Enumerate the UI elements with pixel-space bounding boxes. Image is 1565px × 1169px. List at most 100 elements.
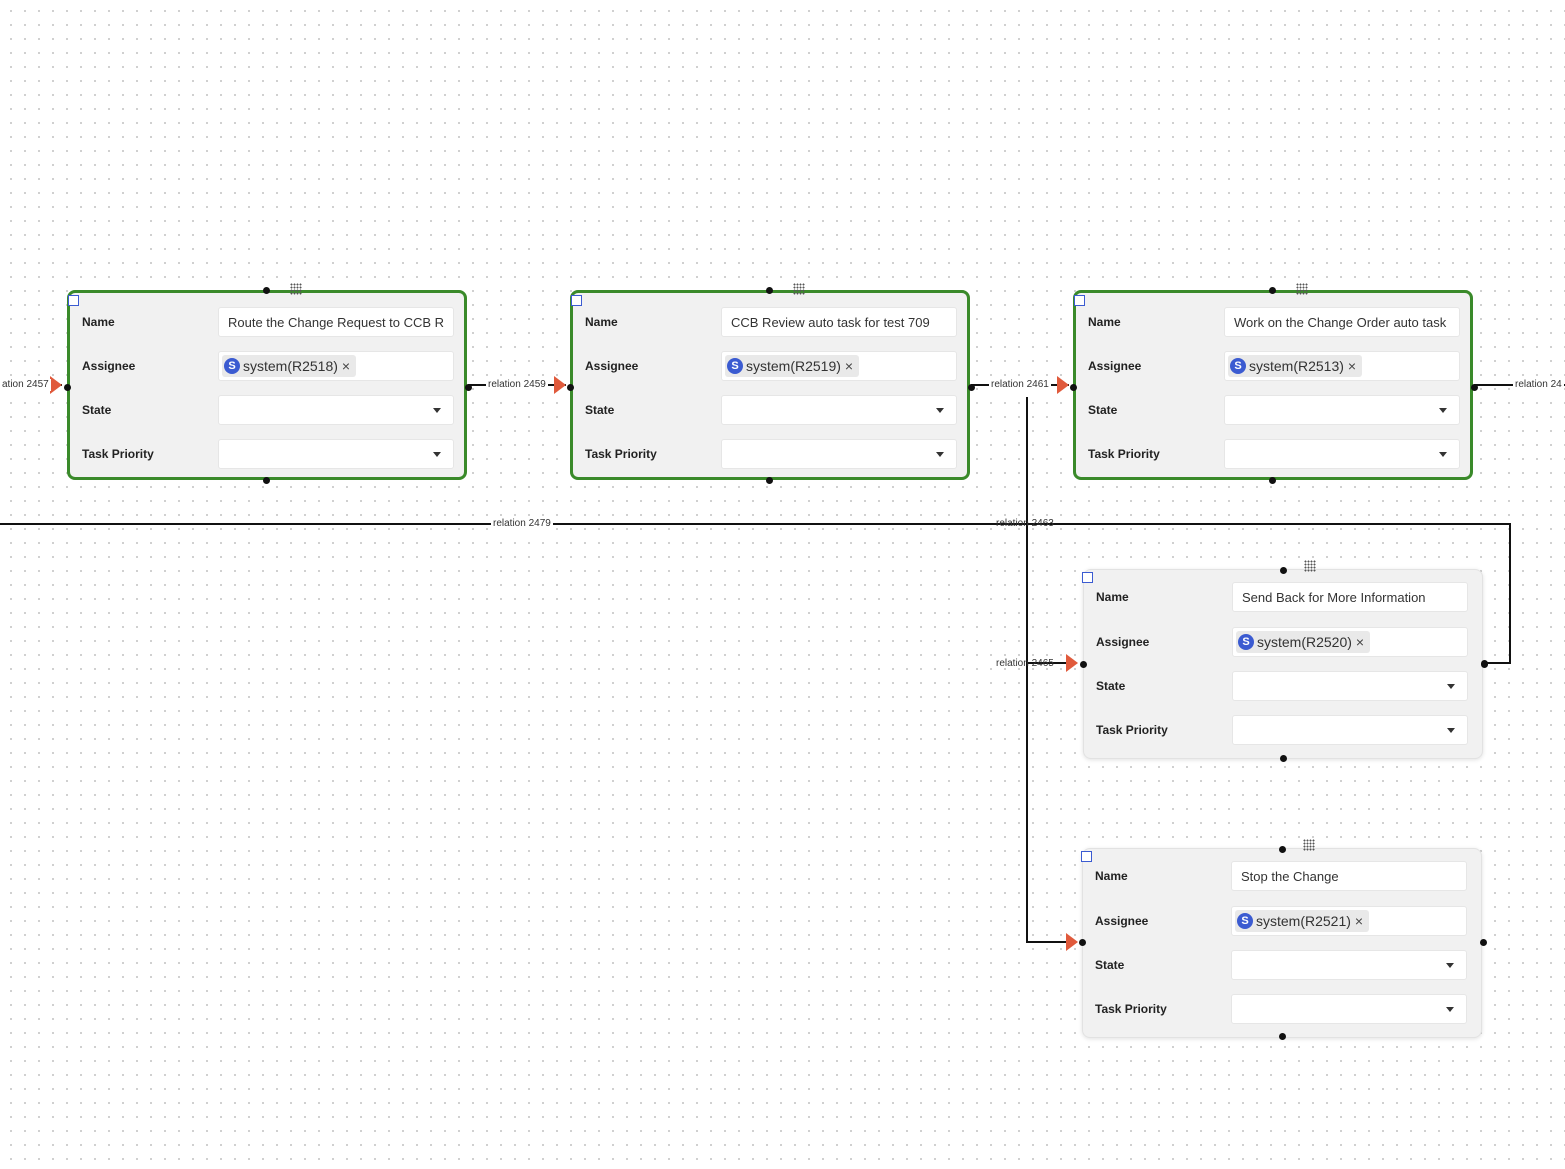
avatar: S — [224, 358, 240, 374]
assignee-value: system(R2518) — [243, 358, 338, 374]
chevron-down-icon — [936, 408, 944, 413]
remove-icon[interactable]: × — [844, 358, 854, 374]
avatar: S — [727, 358, 743, 374]
bottom-port[interactable] — [1280, 755, 1287, 762]
task-node[interactable]: Name Stop the Change Assignee S system(R… — [1079, 839, 1487, 1040]
drag-handle-icon[interactable] — [290, 283, 302, 295]
relation-label[interactable]: relation 2463 — [996, 518, 1054, 529]
left-port[interactable] — [1070, 384, 1077, 391]
task-priority-row: Task Priority — [585, 439, 957, 469]
drag-handle-icon[interactable] — [1304, 560, 1316, 572]
arrowheads — [50, 376, 1078, 951]
left-port[interactable] — [1079, 939, 1086, 946]
assignee-value: system(R2519) — [746, 358, 841, 374]
name-row: Name Stop the Change — [1095, 861, 1469, 891]
left-port[interactable] — [567, 384, 574, 391]
name-label: Name — [82, 315, 115, 329]
task-node[interactable]: Name Work on the Change Order auto task … — [1070, 283, 1478, 484]
name-value: CCB Review auto task for test 709 — [731, 315, 930, 330]
edge-relation-2463 — [1026, 397, 1075, 943]
task-node[interactable]: Name CCB Review auto task for test 709 A… — [567, 283, 975, 484]
assignee-chip: S system(R2521) × — [1235, 910, 1370, 932]
relation-label[interactable]: relation 24 — [1513, 379, 1564, 391]
relation-label[interactable]: relation 2461 — [989, 379, 1051, 391]
remove-icon[interactable]: × — [341, 358, 351, 374]
task-node[interactable]: Name Send Back for More Information Assi… — [1080, 560, 1488, 762]
task-priority-label: Task Priority — [82, 447, 154, 461]
state-label: State — [1088, 403, 1118, 417]
name-field[interactable]: Work on the Change Order auto task — [1224, 307, 1460, 337]
task-priority-select[interactable] — [1224, 439, 1460, 469]
assignee-chip: S system(R2519) × — [725, 355, 860, 377]
state-select[interactable] — [721, 395, 957, 425]
assignee-chip: S system(R2513) × — [1228, 355, 1363, 377]
arrow-icon — [1057, 376, 1069, 394]
state-row: State — [1095, 950, 1469, 980]
right-port[interactable] — [465, 384, 472, 391]
top-port[interactable] — [766, 287, 773, 294]
right-port[interactable] — [968, 384, 975, 391]
task-priority-select[interactable] — [1231, 994, 1467, 1024]
right-port[interactable] — [1471, 384, 1478, 391]
bottom-port[interactable] — [263, 477, 270, 484]
top-port[interactable] — [1280, 567, 1287, 574]
name-label: Name — [1096, 590, 1129, 604]
relation-label[interactable]: relation 2465 — [996, 658, 1054, 669]
name-value: Send Back for More Information — [1242, 590, 1426, 605]
task-node[interactable]: Name Route the Change Request to CCB R A… — [64, 283, 472, 484]
relation-label[interactable]: relation 2459 — [486, 379, 548, 391]
state-select[interactable] — [1232, 671, 1468, 701]
left-port[interactable] — [64, 384, 71, 391]
state-select[interactable] — [1231, 950, 1467, 980]
select-checkbox[interactable] — [571, 295, 582, 306]
assignee-field[interactable]: S system(R2518) × — [218, 351, 454, 381]
avatar: S — [1237, 913, 1253, 929]
top-port[interactable] — [263, 287, 270, 294]
name-value: Work on the Change Order auto task — [1234, 315, 1447, 330]
assignee-row: Assignee S system(R2521) × — [1095, 906, 1469, 936]
right-port[interactable] — [1480, 939, 1487, 946]
assignee-row: Assignee S system(R2518) × — [82, 351, 454, 381]
name-field[interactable]: CCB Review auto task for test 709 — [721, 307, 957, 337]
chevron-down-icon — [1446, 963, 1454, 968]
task-priority-row: Task Priority — [1088, 439, 1460, 469]
bottom-port[interactable] — [1269, 477, 1276, 484]
name-field[interactable]: Route the Change Request to CCB R — [218, 307, 454, 337]
relation-label[interactable]: relation 2479 — [491, 518, 553, 530]
drag-handle-icon[interactable] — [1296, 283, 1308, 295]
assignee-chip: S system(R2520) × — [1236, 631, 1371, 653]
relation-label[interactable]: ation 2457 — [0, 379, 51, 391]
assignee-row: Assignee S system(R2513) × — [1088, 351, 1460, 381]
drag-handle-icon[interactable] — [793, 283, 805, 295]
assignee-field[interactable]: S system(R2520) × — [1232, 627, 1468, 657]
bottom-port[interactable] — [1279, 1033, 1286, 1040]
name-row: Name Route the Change Request to CCB R — [82, 307, 454, 337]
task-priority-select[interactable] — [721, 439, 957, 469]
state-label: State — [1096, 679, 1126, 693]
select-checkbox[interactable] — [1082, 572, 1093, 583]
remove-icon[interactable]: × — [1347, 358, 1357, 374]
name-field[interactable]: Stop the Change — [1231, 861, 1467, 891]
task-priority-select[interactable] — [1232, 715, 1468, 745]
remove-icon[interactable]: × — [1354, 913, 1364, 929]
drag-handle-icon[interactable] — [1303, 839, 1315, 851]
left-port[interactable] — [1080, 661, 1087, 668]
assignee-value: system(R2521) — [1256, 913, 1351, 929]
assignee-field[interactable]: S system(R2513) × — [1224, 351, 1460, 381]
bottom-port[interactable] — [766, 477, 773, 484]
name-field[interactable]: Send Back for More Information — [1232, 582, 1468, 612]
assignee-field[interactable]: S system(R2521) × — [1231, 906, 1467, 936]
select-checkbox[interactable] — [1081, 851, 1092, 862]
remove-icon[interactable]: × — [1355, 634, 1365, 650]
top-port[interactable] — [1279, 846, 1286, 853]
state-select[interactable] — [218, 395, 454, 425]
task-priority-select[interactable] — [218, 439, 454, 469]
state-row: State — [1088, 395, 1460, 425]
select-checkbox[interactable] — [68, 295, 79, 306]
state-select[interactable] — [1224, 395, 1460, 425]
select-checkbox[interactable] — [1074, 295, 1085, 306]
top-port[interactable] — [1269, 287, 1276, 294]
assignee-chip: S system(R2518) × — [222, 355, 357, 377]
assignee-field[interactable]: S system(R2519) × — [721, 351, 957, 381]
name-label: Name — [1095, 869, 1128, 883]
